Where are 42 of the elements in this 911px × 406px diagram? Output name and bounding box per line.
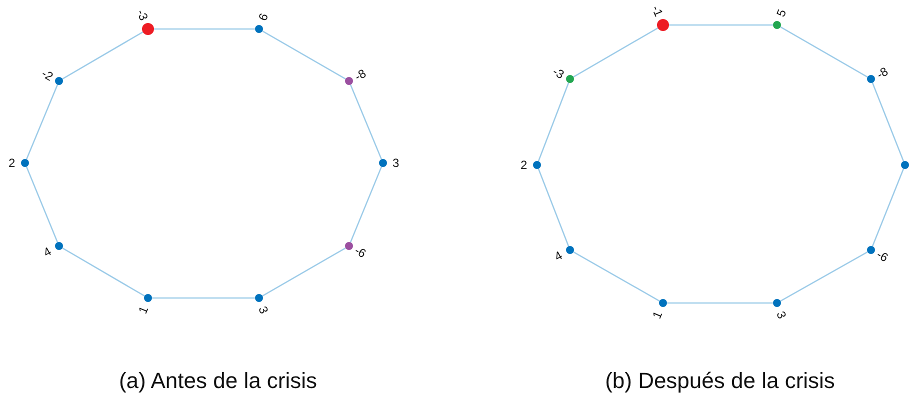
vertex-label: 3 xyxy=(392,157,400,169)
graph-edge xyxy=(538,168,570,246)
graph-edge xyxy=(872,168,904,247)
graph-edge xyxy=(350,166,382,243)
vertex-label: 3 xyxy=(774,310,789,320)
subfigure-caption: (b) Después de la crisis xyxy=(605,368,835,394)
graph-edge xyxy=(26,84,58,160)
graph-edge xyxy=(872,82,904,162)
graph-vertex xyxy=(901,161,909,169)
graph-edge xyxy=(62,31,144,80)
vertex-label: 2 xyxy=(8,157,16,169)
graph-edge xyxy=(154,28,255,30)
vertex-label: -6 xyxy=(874,248,890,264)
vertex-label: -1 xyxy=(650,4,665,18)
vertex-label: -6 xyxy=(352,244,368,260)
graph-edge xyxy=(573,27,658,78)
graph-edge xyxy=(669,24,773,26)
vertex-label: -8 xyxy=(352,66,368,82)
graph-edge xyxy=(780,251,868,302)
vertex-label: 2 xyxy=(520,159,528,171)
graph-edge xyxy=(62,247,145,297)
vertex-label: 4 xyxy=(552,250,564,264)
graph-edge xyxy=(667,302,773,304)
vertex-label: 5 xyxy=(774,8,788,18)
graph-edge xyxy=(538,82,570,162)
vertex-label: 6 xyxy=(256,12,271,22)
graph-edge xyxy=(350,84,382,160)
graph-edge xyxy=(262,247,346,297)
graph-edge xyxy=(780,26,868,78)
subfigure-caption: (a) Antes de la crisis xyxy=(118,368,318,394)
vertex-label: -2 xyxy=(40,66,56,82)
graph-edge xyxy=(262,30,346,80)
graph-edge xyxy=(26,166,58,243)
vertex-label: 3 xyxy=(256,304,271,316)
vertex-label: -3 xyxy=(550,64,566,80)
graph-edge xyxy=(573,251,660,302)
vertex-label: 4 xyxy=(42,246,54,260)
graph-edge xyxy=(152,297,255,299)
vertex-label: 1 xyxy=(650,310,665,320)
vertex-label: -8 xyxy=(874,64,890,80)
vertex-label: -3 xyxy=(134,8,150,22)
vertex-label: 1 xyxy=(136,304,150,316)
